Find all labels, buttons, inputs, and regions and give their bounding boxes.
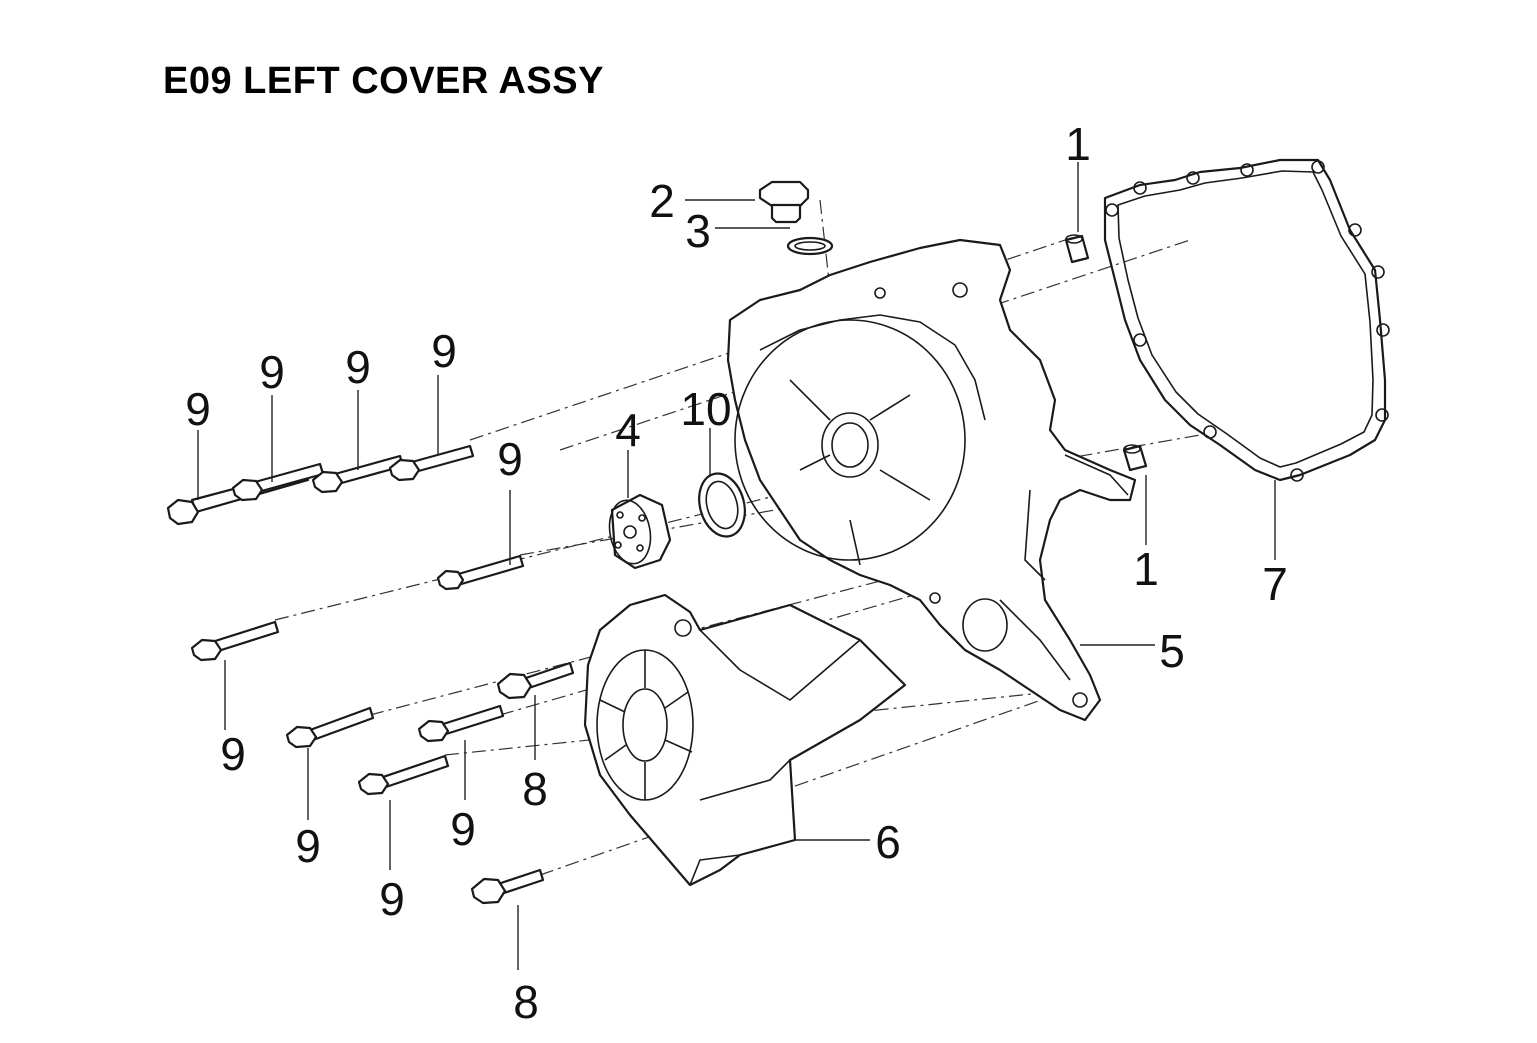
bolt-part-9-e [436,554,525,591]
callout-8-lower: 8 [513,976,539,1028]
timing-cap-part-4 [608,493,672,570]
callout-labels: 1 1 2 3 4 5 6 7 8 8 9 9 9 9 9 9 9 9 9 10 [185,118,1288,1028]
callout-9-b: 9 [259,346,285,398]
bolt-part-9-f [190,620,280,662]
bolt-part-9-d [388,444,475,482]
bolt-part-9-h [417,704,505,743]
callout-7: 7 [1262,558,1288,610]
callout-2: 2 [649,175,675,227]
callout-5: 5 [1159,625,1185,677]
callout-1-lower: 1 [1133,543,1159,595]
diagram-title: E09 LEFT COVER ASSY [163,60,604,102]
callout-8-upper: 8 [522,763,548,815]
callout-6: 6 [875,816,901,868]
callout-9-i: 9 [379,873,405,925]
callout-4: 4 [615,404,641,456]
gasket-part-7 [1103,158,1390,482]
bolt-part-8-a [496,661,575,700]
plug-bolt-part-2 [758,180,810,224]
callout-9-a: 9 [185,383,211,435]
callout-10: 10 [680,383,731,435]
dowel-pin-part-1-lower [1122,444,1148,472]
dowel-pin-part-1-upper [1064,234,1090,264]
bolt-part-9-g [285,706,375,749]
callout-1-upper: 1 [1065,118,1091,170]
bolt-part-9-b [231,462,325,502]
callout-9-e: 9 [497,433,523,485]
callout-9-f: 9 [220,728,246,780]
o-ring-part-10 [698,472,746,538]
sprocket-cover-part-6 [583,593,907,887]
bolt-part-8-b [470,868,545,905]
o-ring-part-3 [786,236,834,256]
callout-9-c: 9 [345,341,371,393]
left-cover-part-5 [726,238,1137,722]
leader-lines [197,162,1276,970]
callout-9-g: 9 [295,820,321,872]
bolt-part-9-i [357,754,450,796]
callout-9-d: 9 [431,325,457,377]
callout-9-h: 9 [450,803,476,855]
callout-3: 3 [685,205,711,257]
